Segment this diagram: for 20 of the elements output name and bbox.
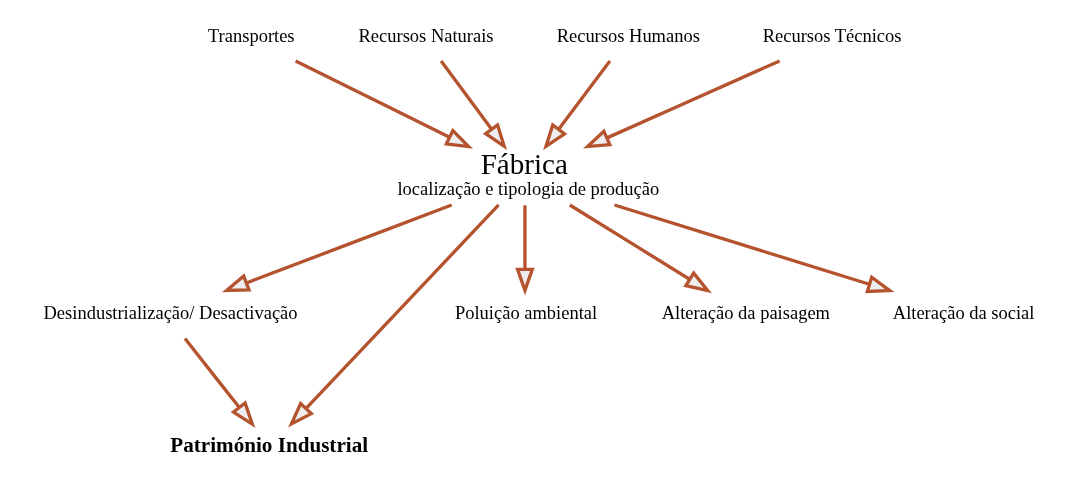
node-text: Poluição ambiental [454, 303, 598, 324]
node-text: Transportes [207, 26, 295, 47]
node-text: Património Industrial [170, 432, 369, 457]
arrow [614, 203, 895, 294]
node-text: Recursos Naturais [358, 26, 494, 47]
arrow [583, 59, 781, 149]
node-text: Recursos Técnicos [762, 26, 902, 47]
arrow [221, 203, 453, 293]
node-text: Recursos Humanos [556, 26, 700, 47]
node-text: Desindustrialização/ Desactivação [43, 303, 298, 324]
node-text: Alteração da social [892, 303, 1035, 324]
node-text: Fábrica localização e tipologia de produção [397, 147, 660, 199]
arrow [294, 59, 474, 149]
arrow [543, 59, 612, 151]
arrow [183, 337, 256, 428]
node-text: Alteração da paisagem [661, 303, 830, 324]
arrow [439, 59, 508, 151]
arrow [288, 203, 500, 428]
arrow [568, 203, 712, 294]
arrow [515, 205, 535, 296]
